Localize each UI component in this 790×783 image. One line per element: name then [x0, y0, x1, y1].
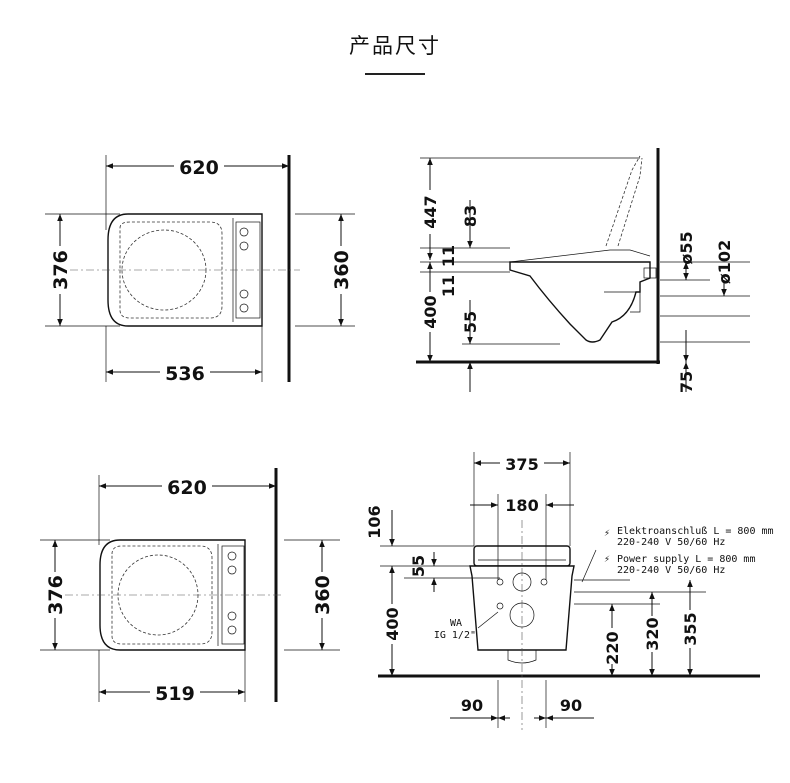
bottom-plan-wall-depth: 360: [312, 575, 334, 615]
front-offset-90-right: 90: [560, 696, 582, 715]
side-height-75: 75: [677, 371, 696, 393]
side-height-55: 55: [461, 311, 480, 333]
front-height-355: 355: [681, 612, 700, 645]
side-height-447: 447: [421, 195, 440, 228]
front-height-220: 220: [603, 631, 622, 664]
side-diameter-102: ø102: [715, 240, 734, 284]
front-height-106: 106: [365, 505, 384, 538]
front-width-375: 375: [505, 455, 538, 474]
front-view: 375 180 106 55 400 WA IG 1/2" ⚡ Elektroa…: [365, 452, 774, 730]
top-plan-length: 536: [165, 363, 205, 385]
side-diameter-55: ø55: [677, 231, 696, 264]
note-en-2: 220-240 V 50/60 Hz: [617, 565, 725, 576]
side-view: 447 83 11 11 400 55 ø55 ø102 75: [416, 148, 750, 393]
bottom-plan-length: 519: [155, 683, 195, 705]
top-plan-view: 620 376 360 536: [45, 154, 355, 385]
wa-label: WA: [450, 618, 462, 629]
note-de-2: 220-240 V 50/60 Hz: [617, 537, 725, 548]
side-height-400: 400: [421, 295, 440, 328]
title-underline: [365, 73, 425, 75]
bottom-plan-view: 620 376 360 519: [40, 468, 340, 705]
bolt-icon-2: ⚡: [604, 554, 610, 565]
front-width-180: 180: [505, 496, 538, 515]
side-height-83: 83: [461, 205, 480, 227]
note-en-1: Power supply L = 800 mm: [617, 554, 755, 565]
note-de-1: Elektroanschluß L = 800 mm: [617, 526, 774, 537]
front-height-400: 400: [383, 607, 402, 640]
side-height-11a: 11: [439, 245, 458, 267]
bolt-icon-1: ⚡: [604, 528, 610, 539]
bottom-plan-depth: 376: [45, 575, 67, 615]
side-height-11b: 11: [439, 275, 458, 297]
top-plan-depth: 376: [50, 250, 72, 290]
page-title: 产品尺寸: [349, 34, 441, 58]
bottom-plan-width: 620: [167, 477, 207, 499]
front-height-320: 320: [643, 617, 662, 650]
ig-label: IG 1/2": [434, 630, 476, 641]
top-plan-wall-depth: 360: [331, 250, 353, 290]
top-plan-width: 620: [179, 157, 219, 179]
front-offset-90-left: 90: [461, 696, 483, 715]
